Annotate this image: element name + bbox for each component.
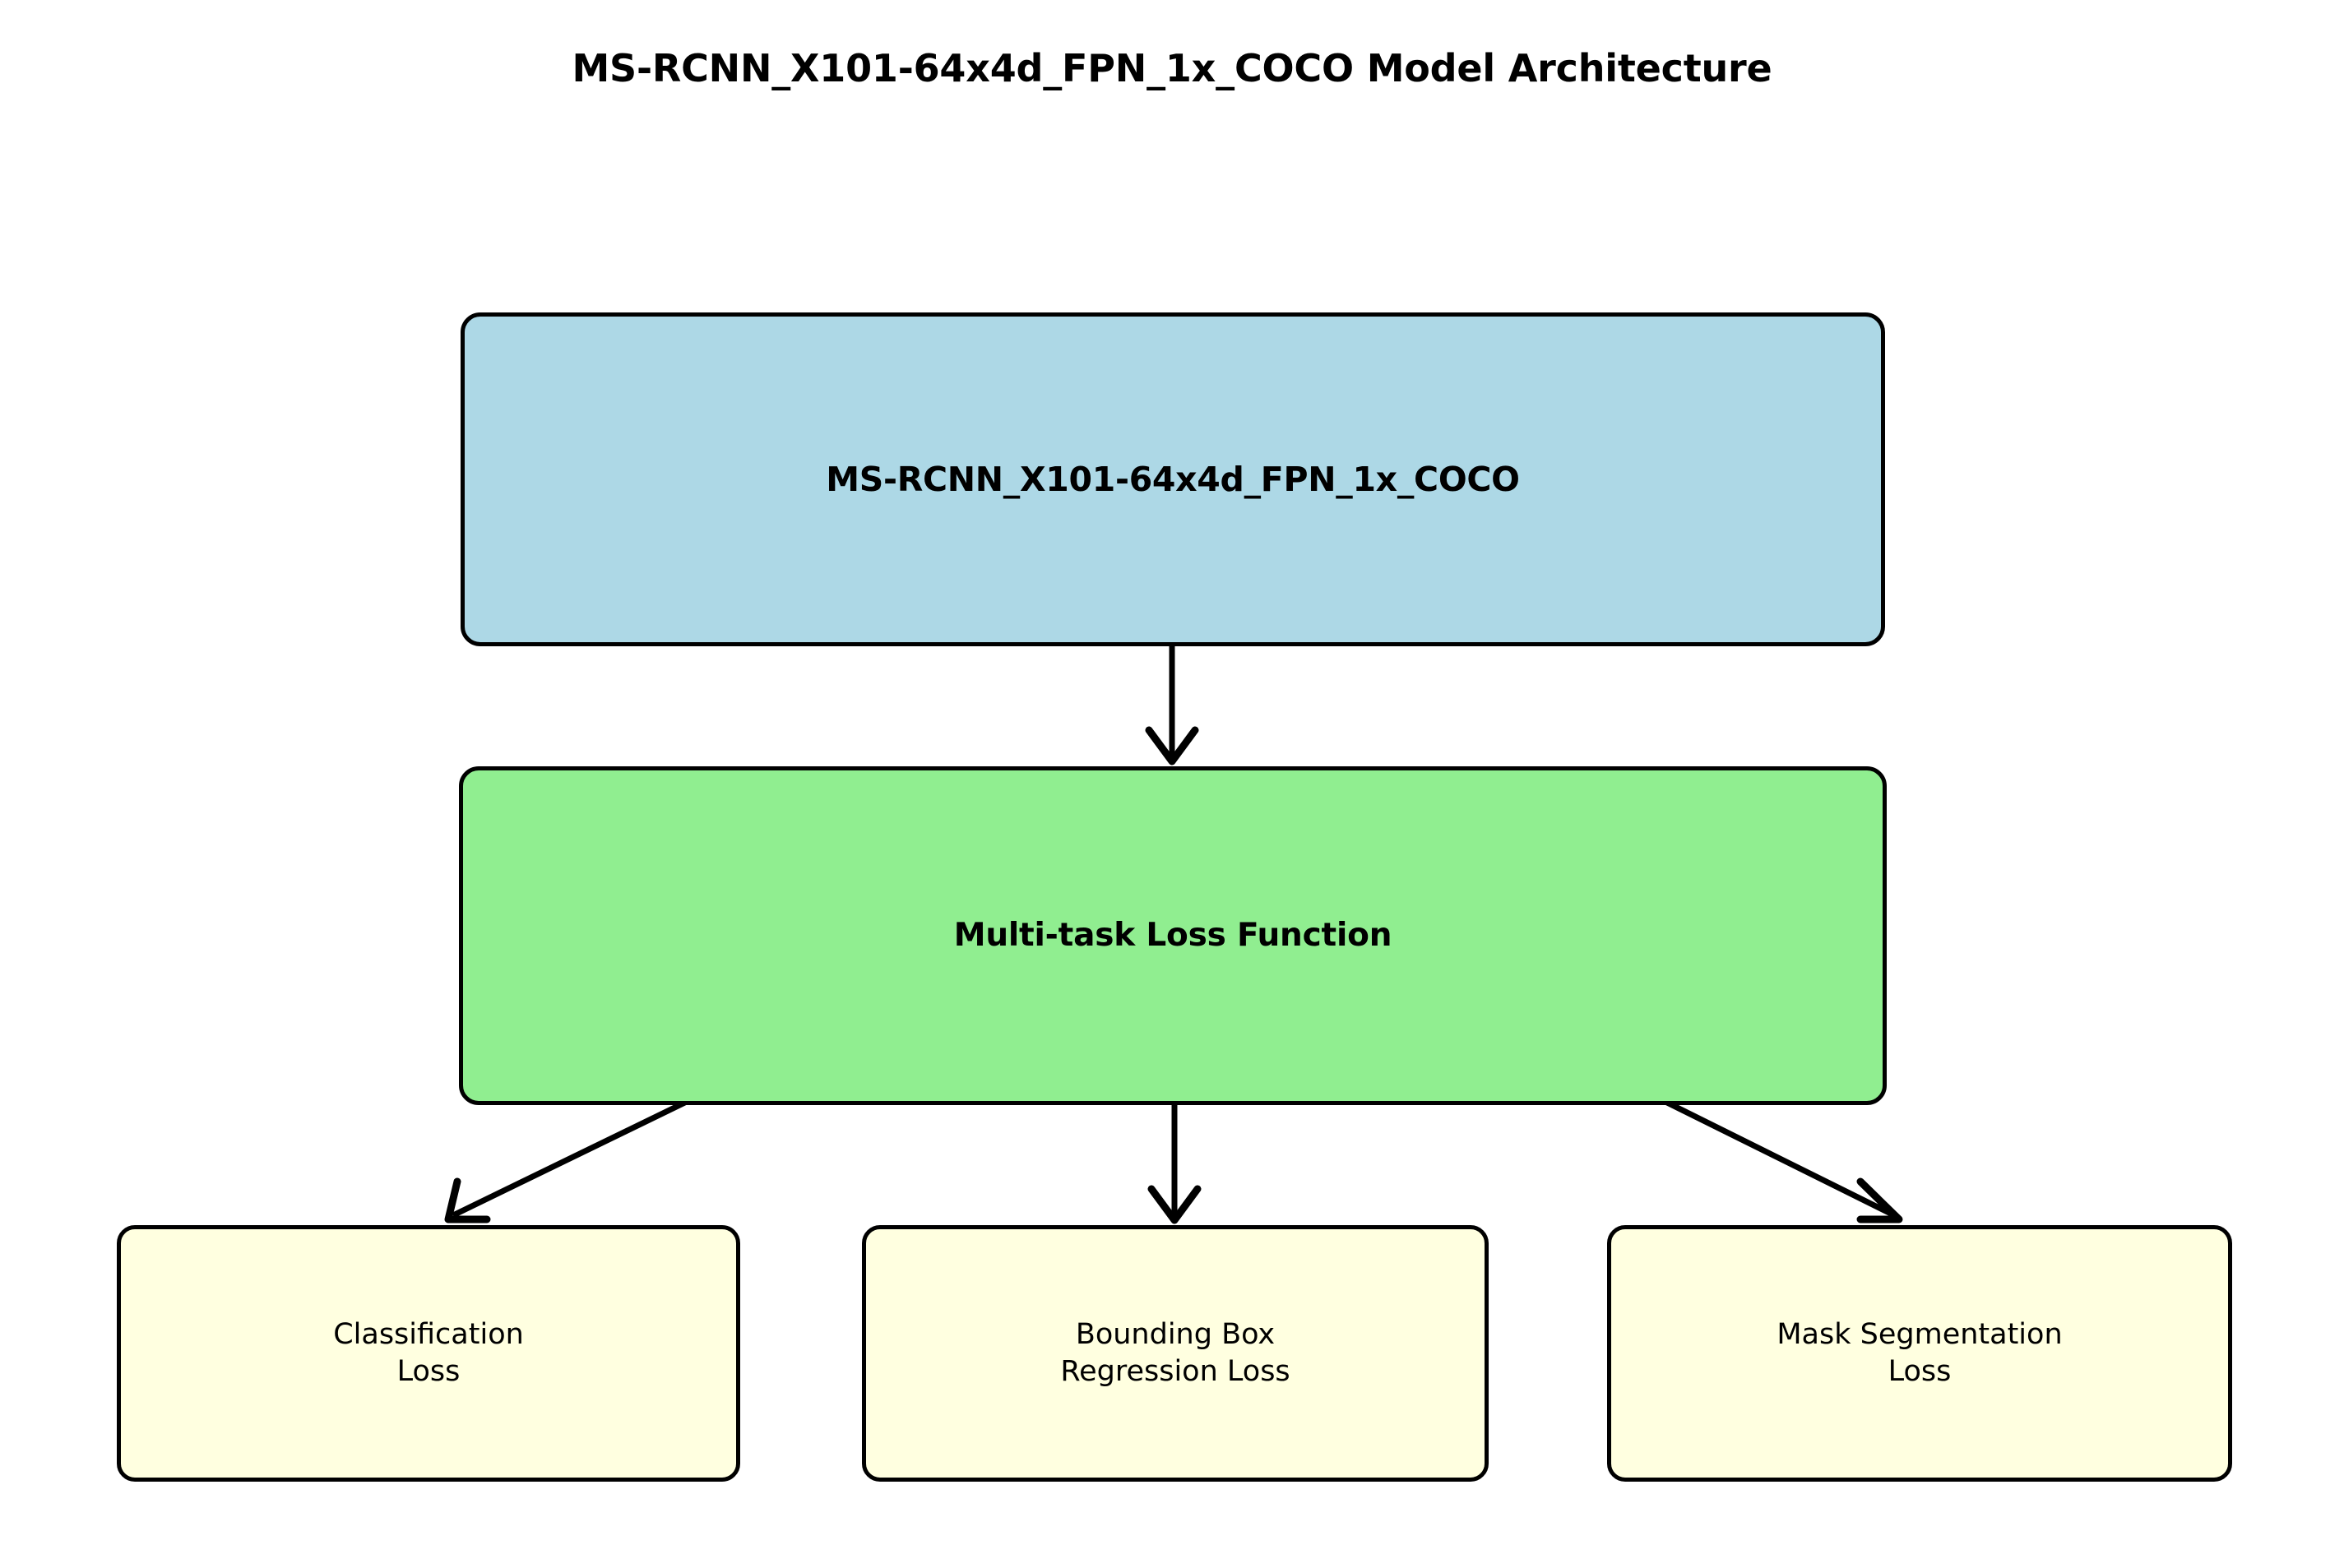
node-model-box[interactable]: MS-RCNN_X101-64x4d_FPN_1x_COCO <box>461 312 1885 646</box>
node-classification-loss-label: Classification Loss <box>333 1318 524 1388</box>
edge-loss-to-classification-loss <box>444 1094 698 1223</box>
node-classification-loss-box[interactable]: Classification Loss <box>117 1225 740 1482</box>
page-title: MS-RCNN_X101-64x4d_FPN_1x_COCO Model Arc… <box>572 46 1772 90</box>
edge-loss-to-bbox-regression-loss <box>1147 1105 1202 1224</box>
node-bbox-regression-loss-label: Bounding Box Regression Loss <box>1060 1318 1290 1388</box>
edge-model-to-loss <box>1145 646 1199 765</box>
node-bbox-regression-loss-box[interactable]: Bounding Box Regression Loss <box>862 1225 1489 1482</box>
node-model-label: MS-RCNN_X101-64x4d_FPN_1x_COCO <box>826 459 1520 499</box>
edge-loss-to-mask-segmentation-loss <box>1654 1094 1903 1223</box>
node-mask-segmentation-loss-box[interactable]: Mask Segmentation Loss <box>1607 1225 2232 1482</box>
node-loss-function-box[interactable]: Multi-task Loss Function <box>459 766 1887 1105</box>
node-loss-function-label: Multi-task Loss Function <box>953 917 1392 955</box>
node-mask-segmentation-loss-label: Mask Segmentation Loss <box>1777 1318 2063 1388</box>
